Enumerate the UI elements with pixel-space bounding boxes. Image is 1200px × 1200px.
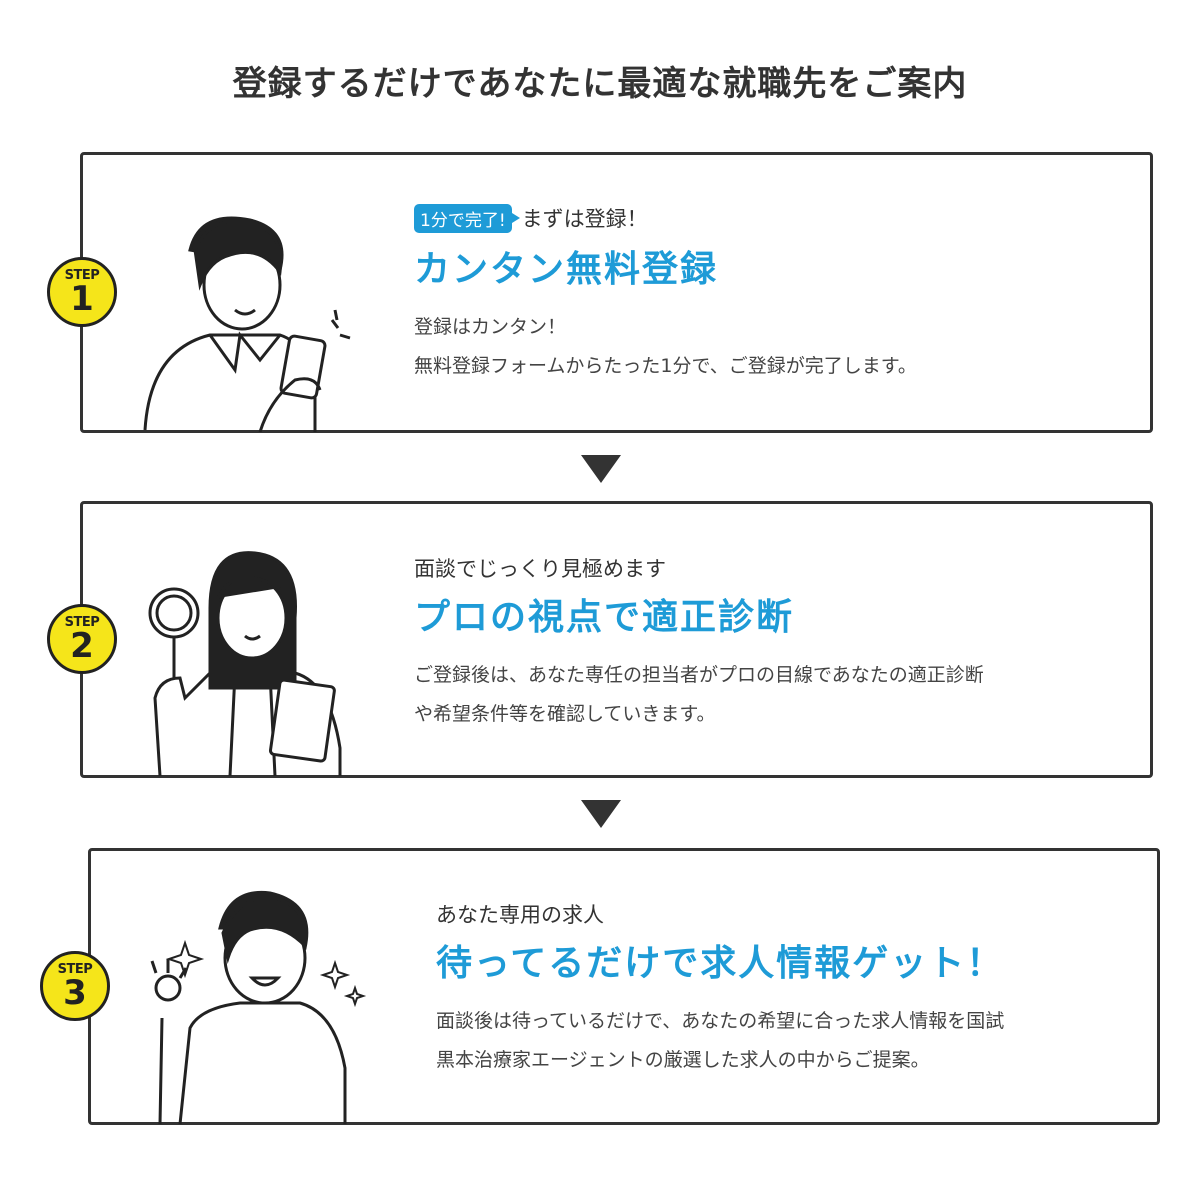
duration-tag: 1分で完了!	[414, 203, 520, 233]
woman-with-magnifier-illustration	[148, 551, 342, 776]
step-label: STEP	[64, 615, 100, 630]
step-3-description: 面談後は待っているだけで、あなたの希望に合った求人情報を国試黒本治療家エージェン…	[436, 1002, 1004, 1080]
man-ok-sign-illustration	[150, 890, 367, 1124]
step-2-heading: プロの視点で適正診断	[414, 597, 795, 638]
step-number: 2	[70, 626, 94, 666]
step-2-description: ご登録後は、あなた専任の担当者がプロの目線であなたの適正診断や希望条件等を確認し…	[414, 656, 984, 734]
step-3-lead: あなた専用の求人	[436, 903, 604, 927]
step-label: STEP	[64, 268, 100, 283]
lead-text: まずは登録！	[521, 207, 648, 231]
step-number: 3	[63, 973, 87, 1013]
page-title: 登録するだけであなたに最適な就職先をご案内	[232, 64, 968, 104]
down-arrow-icon	[581, 800, 621, 828]
desc-line: 無料登録フォームからたった1分で、ご登録が完了します。	[414, 355, 917, 377]
step-label: STEP	[57, 962, 93, 977]
step-1-lead: 1分で完了!まずは登録！	[414, 203, 648, 233]
step-1-heading: カンタン無料登録	[414, 249, 719, 290]
down-arrow-icon	[581, 455, 621, 483]
person-with-phone-illustration	[143, 216, 351, 432]
desc-line: ご登録後は、あなた専任の担当者がプロの目線であなたの適正診断	[414, 664, 984, 686]
desc-line: 面談後は待っているだけで、あなたの希望に合った求人情報を国試	[436, 1010, 1005, 1032]
step-1-description: 登録はカンタン！ 無料登録フォームからたった1分で、ご登録が完了します。	[414, 308, 917, 386]
desc-line: 黒本治療家エージェントの厳選した求人の中からご提案。	[436, 1049, 930, 1071]
desc-line: や希望条件等を確認していきます。	[414, 703, 716, 725]
step-2-lead: 面談でじっくり見極めます	[414, 557, 666, 581]
desc-line: 登録はカンタン！	[414, 316, 567, 338]
step-number: 1	[70, 279, 94, 319]
step-3-heading: 待ってるだけで求人情報ゲット！	[436, 943, 1005, 984]
